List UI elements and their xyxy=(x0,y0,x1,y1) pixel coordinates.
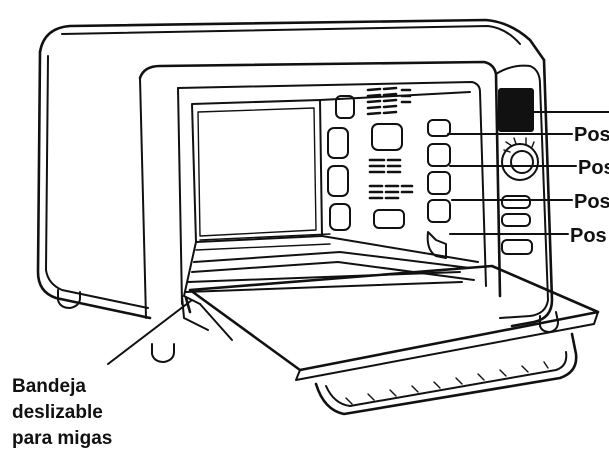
label-rack-position-3: Pos xyxy=(574,191,609,213)
label-crumb-tray-line-2: deslizable xyxy=(12,402,103,423)
control-button[interactable] xyxy=(501,213,531,227)
control-button[interactable] xyxy=(501,195,531,209)
label-rack-position-1: Pos xyxy=(574,124,609,146)
leader-lines xyxy=(107,111,609,365)
label-rack-position-2: Pos xyxy=(578,157,609,179)
rack-slots xyxy=(327,95,451,259)
vent-grilles xyxy=(366,86,414,200)
crumb-tray xyxy=(181,295,209,331)
digital-display xyxy=(498,88,534,132)
oven-cavity xyxy=(183,91,479,297)
control-panel xyxy=(498,88,539,255)
oven-feet xyxy=(57,289,559,363)
control-knob[interactable] xyxy=(501,137,539,181)
control-button[interactable] xyxy=(501,239,533,255)
label-crumb-tray-line-1: Bandeja xyxy=(12,376,86,397)
oven-door xyxy=(183,264,600,381)
oven-body xyxy=(36,18,554,328)
label-rack-position-4: Pos xyxy=(570,225,607,247)
label-crumb-tray-line-3: para migas xyxy=(12,428,112,449)
door-handle xyxy=(314,332,578,416)
